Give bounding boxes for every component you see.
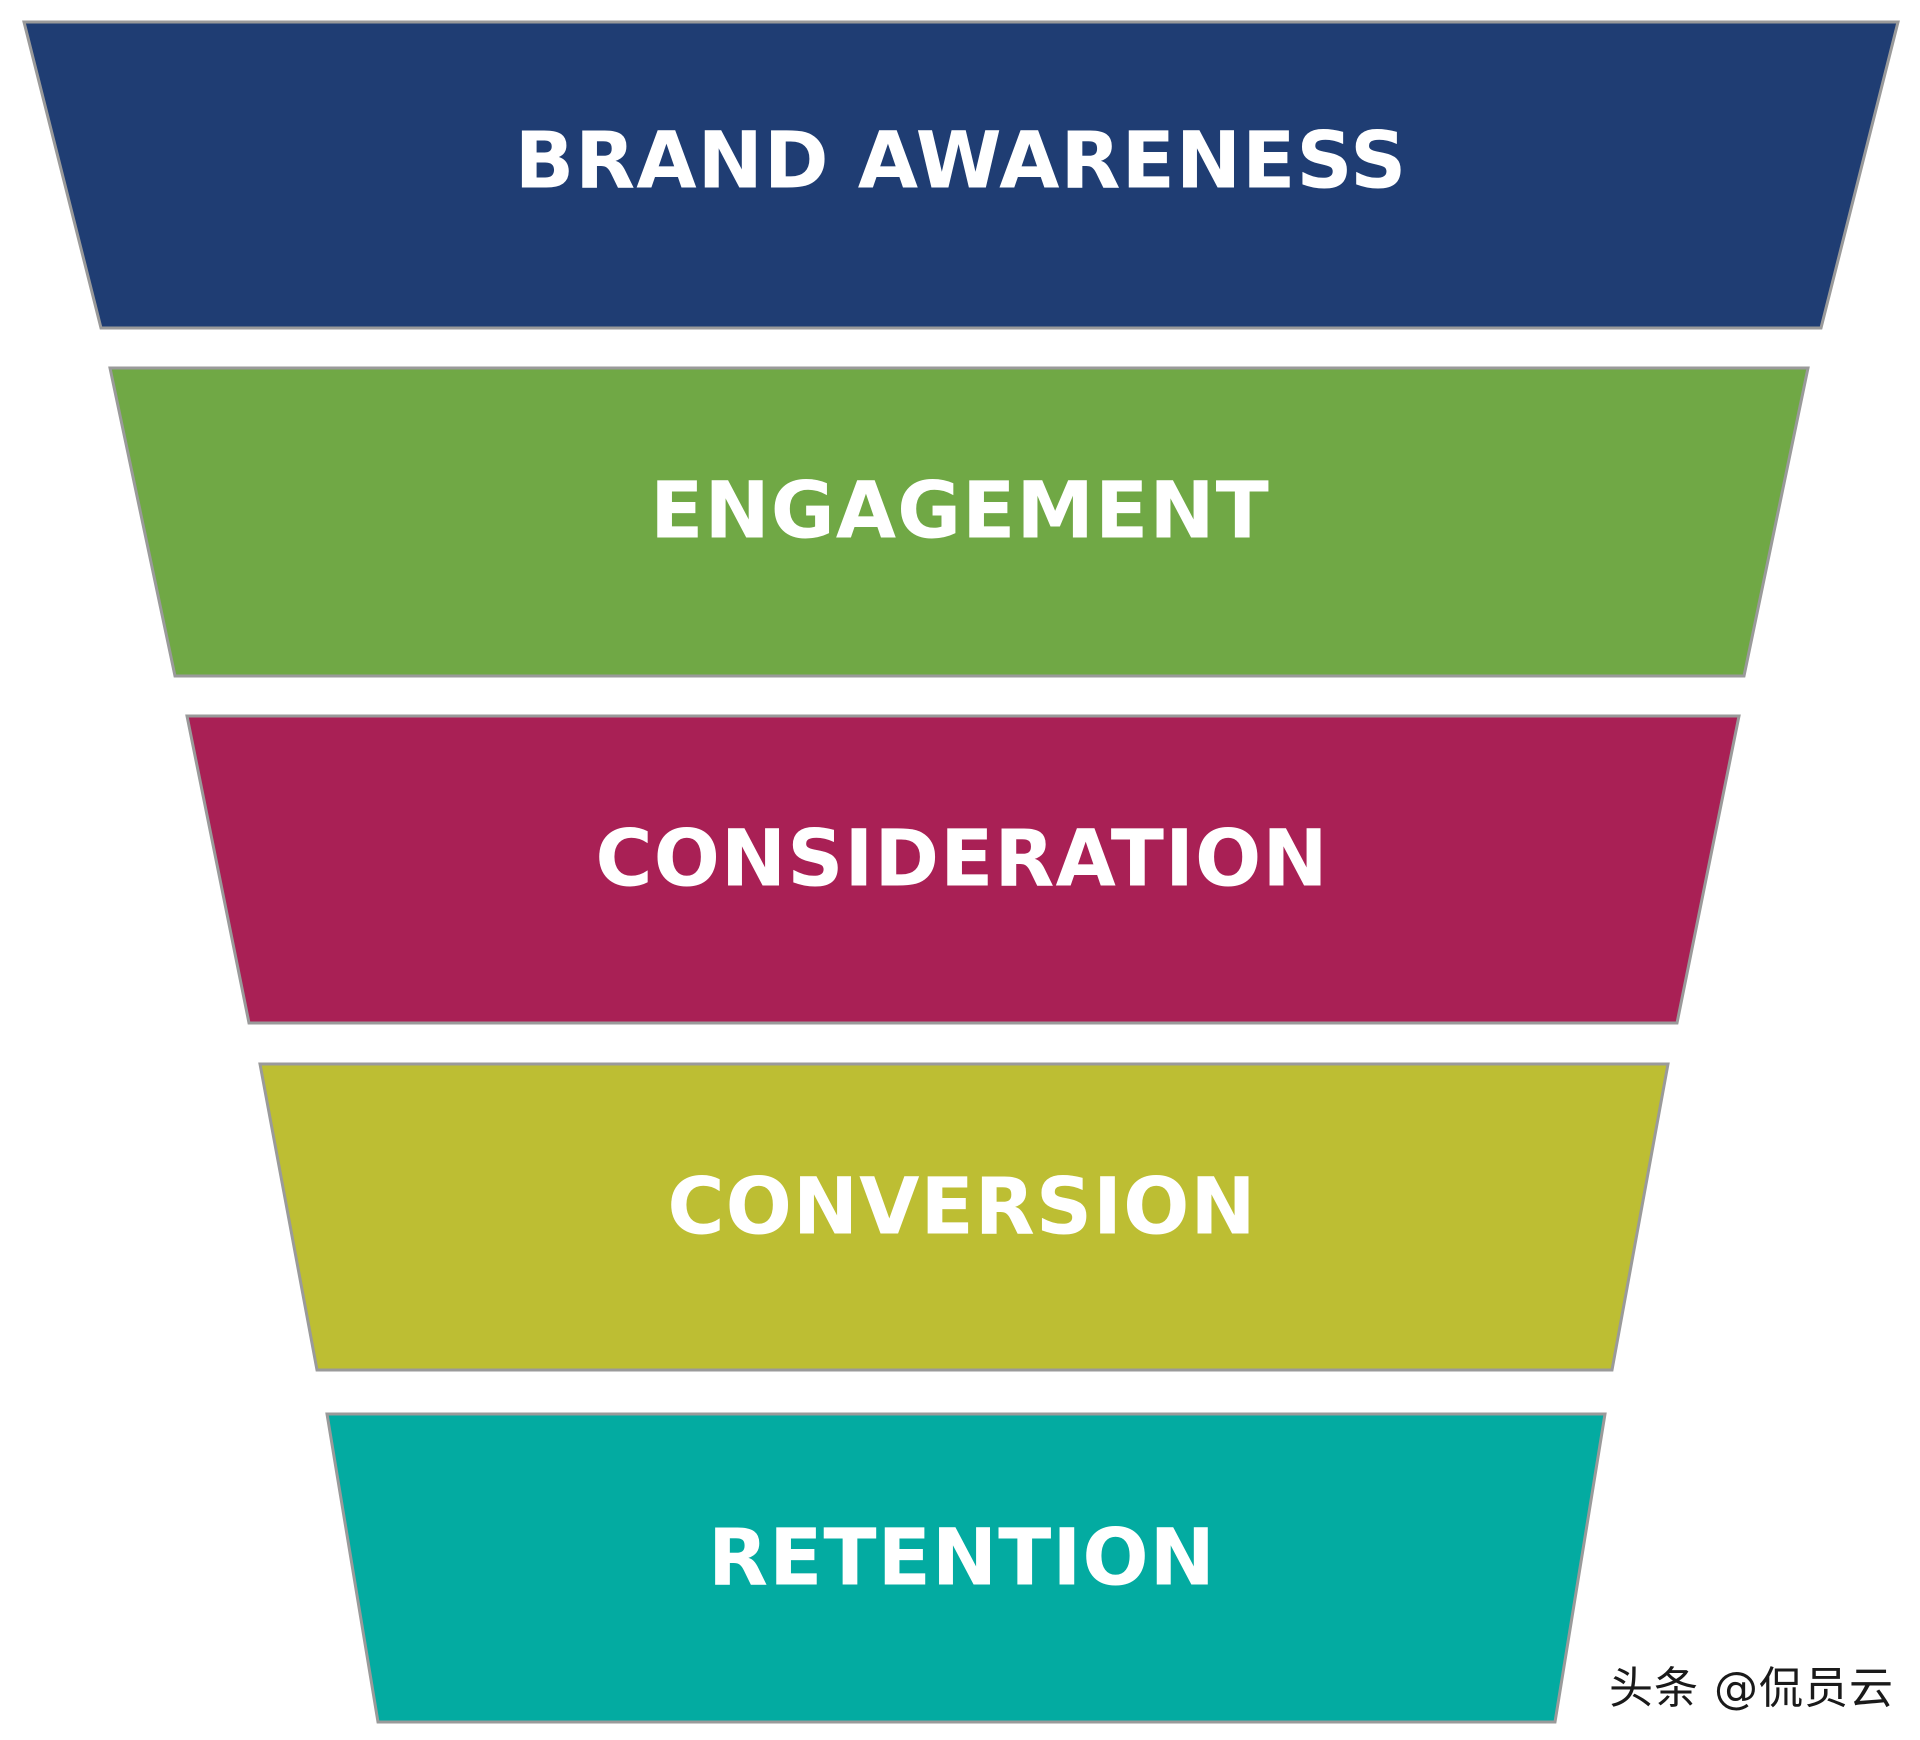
stage-engagement-shape [108, 366, 1810, 678]
stage-retention-label: RETENTION [708, 1513, 1216, 1603]
stage-consideration: CONSIDERATION [185, 714, 1741, 1025]
stage-conversion: CONVERSION [258, 1062, 1670, 1372]
stage-retention: RETENTION [325, 1412, 1607, 1724]
stage-brand-awareness-shape [22, 20, 1900, 330]
stage-brand-awareness-label: BRAND AWARENESS [515, 116, 1408, 206]
stage-consideration-shape [185, 714, 1741, 1025]
stage-engagement: ENGAGEMENT [108, 366, 1810, 678]
stage-conversion-shape [258, 1062, 1670, 1372]
stage-consideration-label: CONSIDERATION [595, 814, 1328, 904]
stage-retention-shape [325, 1412, 1607, 1724]
stage-conversion-label: CONVERSION [667, 1162, 1256, 1252]
stage-brand-awareness: BRAND AWARENESS [22, 20, 1900, 330]
stage-engagement-label: ENGAGEMENT [650, 466, 1270, 556]
watermark-text: 头条 @侃员云 [1609, 1663, 1894, 1714]
